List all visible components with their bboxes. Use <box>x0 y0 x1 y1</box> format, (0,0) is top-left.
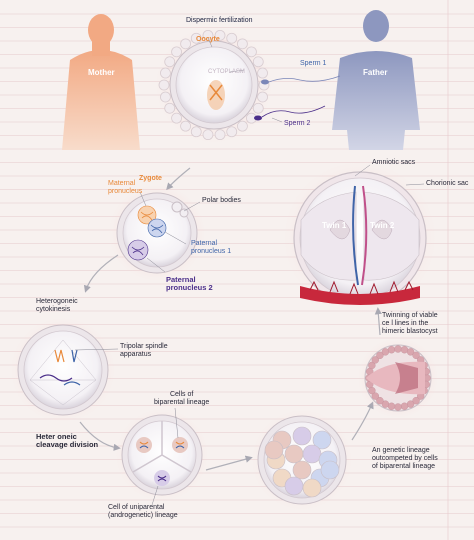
oocyte-label: Oocyte <box>196 36 220 43</box>
father-silhouette <box>332 10 420 150</box>
sperm1-label: Sperm 1 <box>300 60 327 67</box>
father-label: Father <box>363 68 388 77</box>
cytoplasm-label: CYTOPLASM <box>208 69 245 75</box>
cleavage-cell <box>116 409 208 501</box>
chorionic-sac-label: Chorionic sac <box>426 180 469 187</box>
twin1-label: Twin 1 <box>322 221 347 230</box>
sperm-1 <box>261 75 341 85</box>
mother-label: Mother <box>88 68 115 77</box>
morula-cell <box>252 410 352 510</box>
zygote-cell <box>109 185 205 281</box>
maternal-pronucleus-label: Maternal pronucleus <box>108 180 143 195</box>
genetic-lineage-label: An genetic lineage outcompeted by cells … <box>372 447 438 470</box>
tripolar-spindle-label: Tripolar spindle apparatus <box>120 343 168 358</box>
mother-silhouette <box>62 14 140 150</box>
twins-chorionic-sac <box>284 162 436 314</box>
cells-biparental-label: Cells of biparental lineage <box>154 391 210 406</box>
twinning-label: Twinning of viable ce l lines in the him… <box>382 312 438 335</box>
oocyte-cell <box>156 27 272 143</box>
diagram-title: Dispermic fertilization <box>186 17 253 24</box>
zygote-label: Zygote <box>139 175 162 182</box>
heterogoneic-cleavage-label: Heter oneic cleavage division <box>36 432 99 449</box>
paternal-pronucleus-2-label: Paternal pronucleus 2 <box>166 275 213 292</box>
tripolar-cell <box>11 318 115 422</box>
blastocyst-cell <box>358 338 438 418</box>
amniotic-sacs-label: Amniotic sacs <box>372 159 416 166</box>
paternal-pronucleus-1-label: Paternal pronucleus 1 <box>191 240 232 255</box>
sperm-2 <box>254 105 326 121</box>
twin2-label: Twin 2 <box>370 221 395 230</box>
sperm2-label: Sperm 2 <box>284 120 311 127</box>
polar-bodies-label: Polar bodies <box>202 197 241 204</box>
heterogoneic-cytokinesis-label: Heterogoneic cytokinesis <box>36 298 78 313</box>
cell-uniparental-label: Cell of uniparental (androgenetic) linea… <box>108 504 178 519</box>
